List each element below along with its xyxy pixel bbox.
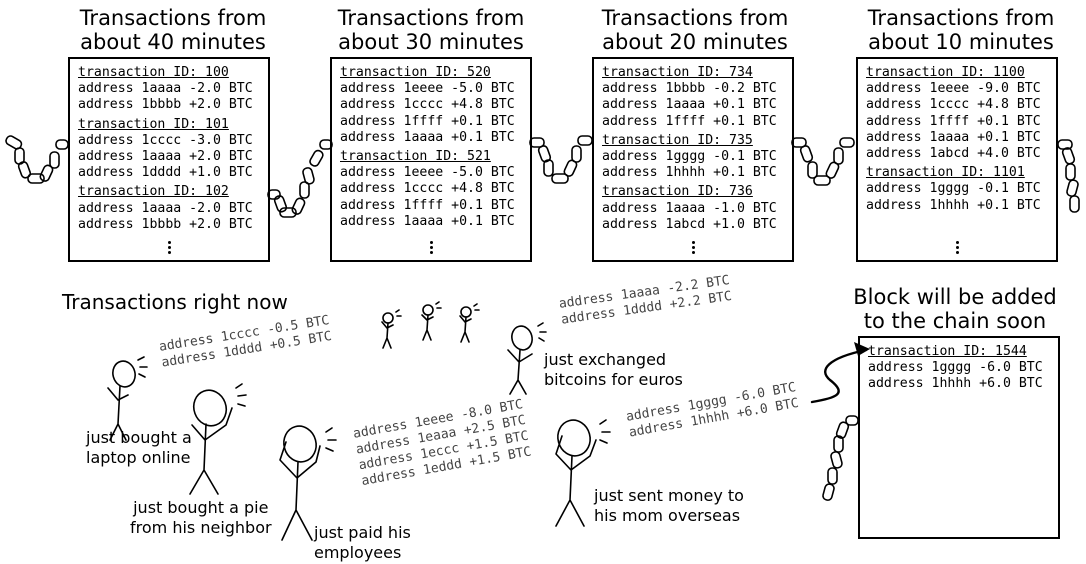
person-figure-icon [507,322,547,395]
person-figure-icon [279,425,337,541]
transaction-line: address 1gggg -6.0 BTC [868,360,1043,376]
transaction-line: address 1aaaa +2.0 BTC [78,149,253,165]
transaction-line: address 1hhhh +0.1 BTC [866,197,1041,213]
transaction-line: address 1abcd +4.0 BTC [866,146,1041,162]
transaction-id: transaction ID: 1100 [866,65,1025,80]
transaction-line: address 1aaaa -2.0 BTC [78,200,253,216]
more-ellipsis-icon [594,241,792,256]
transaction-line: address 1aaaa +0.1 BTC [340,129,515,145]
transaction-line: address 1aaaa -2.0 BTC [78,81,253,97]
block-30min: transaction ID: 520 address 1eeee -5.0 B… [330,57,532,262]
transaction-id: transaction ID: 101 [78,116,229,132]
transaction-id: transaction ID: 736 [602,184,753,200]
chain-link-icon [5,135,69,184]
transaction-line: address 1aaaa +0.1 BTC [602,97,777,113]
more-ellipsis-icon [332,241,530,256]
block-10min: transaction ID: 1100 address 1eeee -9.0 … [856,57,1058,262]
chain-link-icon [267,139,333,218]
person-figure-icon [107,356,148,441]
transaction-line: address 1abcd +1.0 BTC [602,216,777,232]
person-figure-icon [381,309,402,349]
transaction-line: address 1eeee -9.0 BTC [866,81,1041,97]
transaction-line: address 1gggg -0.1 BTC [866,181,1041,197]
transaction-id: transaction ID: 521 [340,149,491,165]
person-figure-icon [189,383,247,495]
transaction-line: address 1gggg -0.1 BTC [602,149,777,165]
transaction-line: address 1cccc +4.8 BTC [340,181,515,197]
transaction-line: address 1dddd +1.0 BTC [78,165,253,181]
transaction-line: address 1ffff +0.1 BTC [602,113,777,129]
transaction-line: address 1cccc +4.8 BTC [866,97,1041,113]
chain-link-icon [791,137,855,186]
transaction-line: address 1ffff +0.1 BTC [340,197,515,213]
transaction-line: address 1bbbb +2.0 BTC [78,97,253,113]
transaction-line: address 1eeee -5.0 BTC [340,81,515,97]
transaction-line: address 1cccc -3.0 BTC [78,132,253,148]
transaction-line: address 1cccc +4.8 BTC [340,97,515,113]
pending-block: transaction ID: 1544 address 1gggg -6.0 … [858,336,1060,539]
chain-link-icon [1057,139,1080,213]
person-figure-icon [421,301,442,341]
transaction-id: transaction ID: 1544 [868,344,1027,359]
transaction-id: transaction ID: 520 [340,65,491,80]
transaction-line: address 1eeee -5.0 BTC [340,165,515,181]
block-20min: transaction ID: 734 address 1bbbb -0.2 B… [592,57,794,262]
chain-link-icon [529,135,593,184]
transaction-id: transaction ID: 102 [78,184,229,200]
transaction-line: address 1aaaa +0.1 BTC [866,129,1041,145]
transaction-line: address 1aaaa -1.0 BTC [602,200,777,216]
more-ellipsis-icon [858,241,1056,256]
more-ellipsis-icon [70,241,268,256]
now-heading: Transactions right now [62,290,288,314]
person-figure-icon [555,419,611,527]
transaction-id: transaction ID: 735 [602,132,753,148]
arrow-into-block [810,348,868,404]
person-figure-icon [459,303,480,343]
transaction-id: transaction ID: 734 [602,65,753,80]
transaction-line: address 1ffff +0.1 BTC [866,113,1041,129]
transaction-line: address 1hhhh +0.1 BTC [602,165,777,181]
transaction-line: address 1ffff +0.1 BTC [340,113,515,129]
block-40min: transaction ID: 100 address 1aaaa -2.0 B… [68,57,270,262]
transaction-line: address 1bbbb -0.2 BTC [602,81,777,97]
arrowhead-icon [854,342,870,356]
transaction-id: transaction ID: 1101 [866,165,1025,181]
transaction-line: address 1bbbb +2.0 BTC [78,216,253,232]
transaction-id: transaction ID: 100 [78,65,229,80]
transaction-line: address 1aaaa +0.1 BTC [340,213,515,229]
transaction-line: address 1hhhh +6.0 BTC [868,376,1043,392]
chain-link-icon [822,415,859,501]
